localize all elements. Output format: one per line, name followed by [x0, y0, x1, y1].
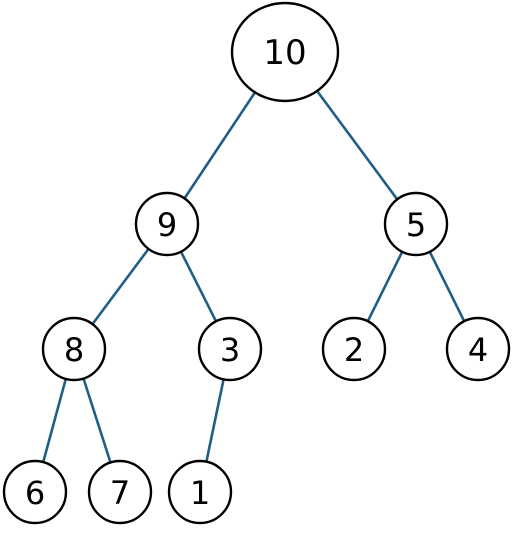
edge-5-4 [428, 250, 466, 323]
nodes-layer: 10 9 5 8 3 2 4 6 [2, 1, 511, 525]
node-7-label: 7 [110, 474, 130, 512]
node-5-label: 5 [406, 206, 426, 244]
node-3: 3 [197, 316, 263, 382]
node-9: 9 [134, 191, 200, 257]
node-7-circle [87, 459, 153, 525]
node-4-label: 4 [468, 331, 488, 369]
node-9-circle [134, 191, 200, 257]
edges-layer [41, 89, 466, 464]
node-7: 7 [87, 459, 153, 525]
node-6-label: 6 [25, 474, 45, 512]
node-5-circle [383, 191, 449, 257]
node-10-circle [230, 1, 340, 103]
node-2-label: 2 [344, 331, 364, 369]
node-3-circle [197, 316, 263, 382]
edge-10-5 [315, 89, 399, 201]
edge-10-9 [183, 91, 257, 200]
node-6-circle [2, 459, 68, 525]
node-2: 2 [321, 316, 387, 382]
edge-9-3 [179, 250, 218, 323]
edge-3-1 [205, 377, 225, 464]
node-6: 6 [2, 459, 68, 525]
node-10-label: 10 [263, 33, 306, 73]
node-1-circle [167, 459, 233, 525]
node-1-label: 1 [190, 474, 210, 512]
edge-8-7 [82, 377, 112, 464]
edge-5-2 [366, 250, 404, 323]
node-4-circle [445, 316, 511, 382]
node-10: 10 [230, 1, 340, 103]
node-2-circle [321, 316, 387, 382]
edge-9-8 [91, 247, 150, 326]
node-8-circle [41, 316, 107, 382]
edge-8-6 [41, 377, 68, 464]
node-5: 5 [383, 191, 449, 257]
node-8-label: 8 [64, 331, 84, 369]
node-8: 8 [41, 316, 107, 382]
node-4: 4 [445, 316, 511, 382]
node-1: 1 [167, 459, 233, 525]
node-9-label: 9 [157, 206, 177, 244]
node-3-label: 3 [220, 331, 240, 369]
